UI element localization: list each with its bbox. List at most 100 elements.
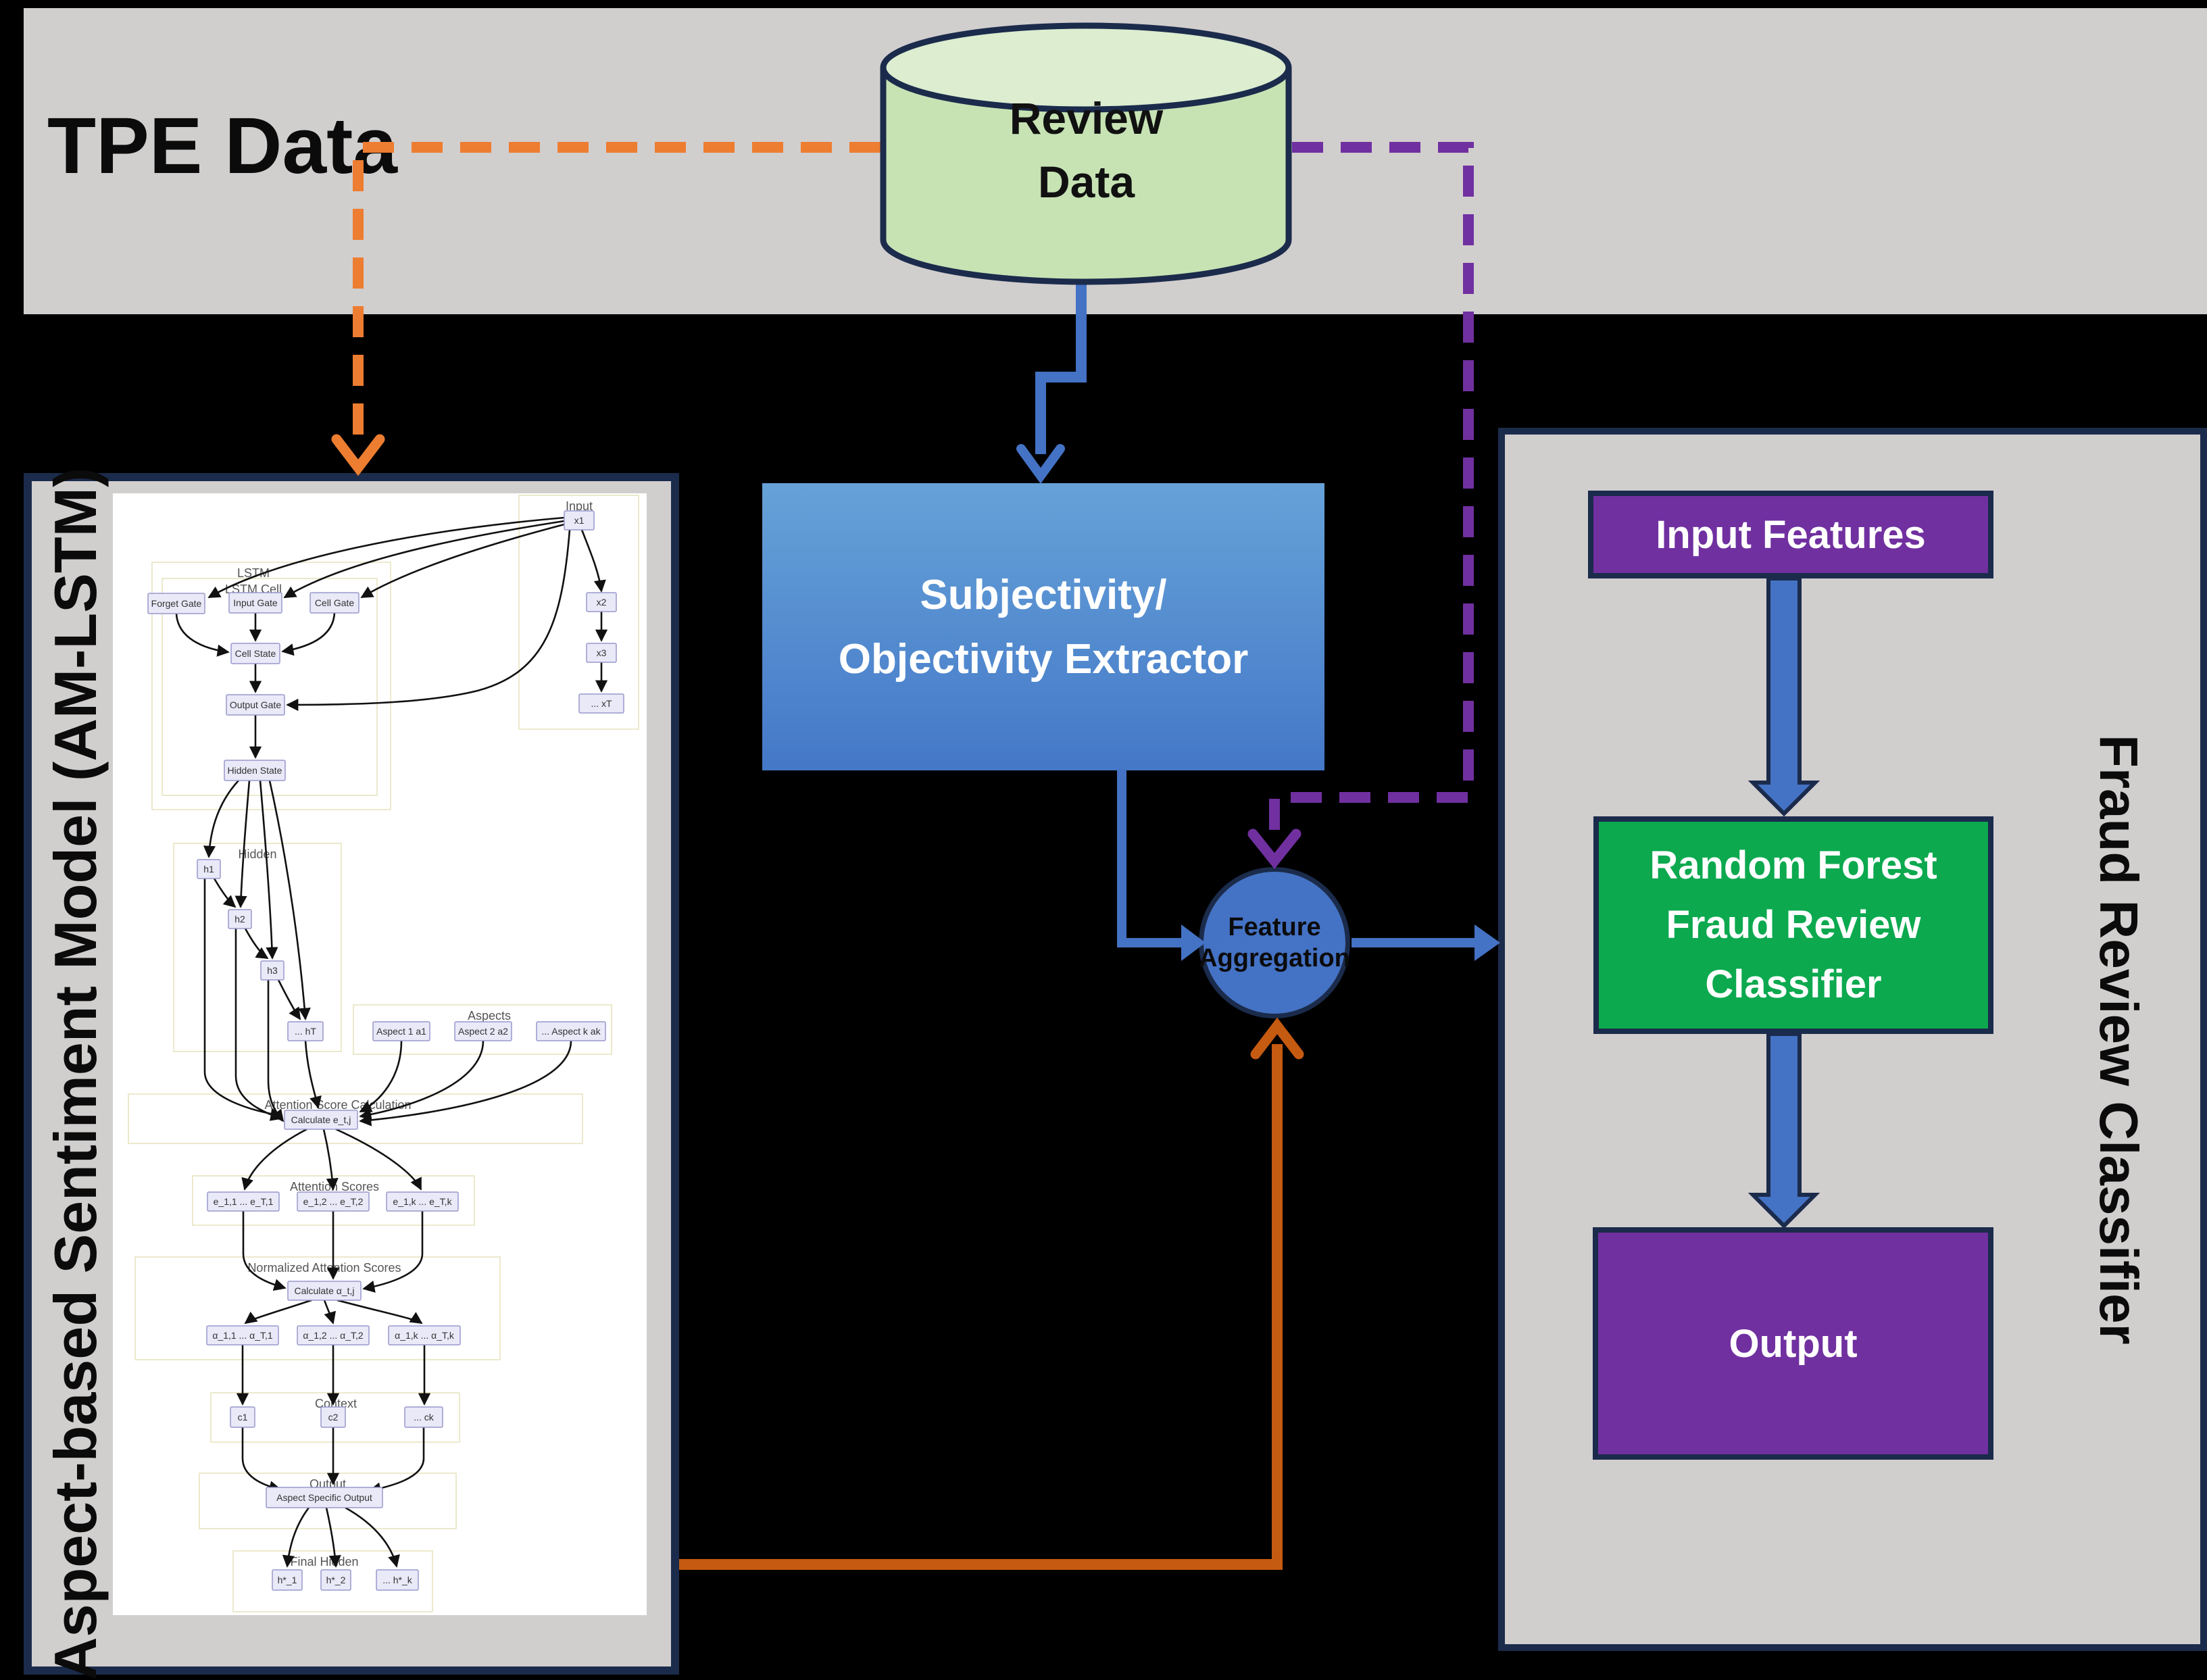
edge-calcalpha-alpha1 [244,1299,312,1325]
node-output-gate-label: Output Gate [230,699,281,710]
node-cell-state-label: Cell State [235,648,276,659]
node-c1 [230,1406,255,1428]
group-lstm [151,562,391,810]
node-aspectk [536,1021,606,1041]
edge-calc-e2 [322,1129,339,1191]
group-input-label: Input [566,499,593,513]
edge-x1-forget [207,516,565,599]
node-alpha1-label: α_1,1 ... α_T,1 [212,1330,273,1341]
node-h1 [197,859,221,879]
edge-hiddenstate-h3 [259,780,278,960]
node-xT-label: ... xT [591,698,612,709]
group-lstm-cell [162,578,378,796]
input-features-box: Input Features [1588,491,1993,578]
output-label: Output [1729,1321,1858,1366]
node-h2 [228,909,252,929]
edge-cellgate-cellstate [281,612,336,656]
node-h2-label: h2 [234,914,245,924]
group-norm-scores-label: Normalized Attention Scores [247,1261,401,1275]
node-ck-label: ... ck [414,1412,435,1423]
group-lstm-label: LSTM [237,566,270,580]
review-data-label: Review Data [882,87,1291,214]
edge-h3-hT [277,979,301,1020]
edge-x1-x2 [580,529,606,593]
node-input-gate [228,592,282,614]
random-forest-classifier-box: Random Forest Fraud Review Classifier [1593,816,1993,1034]
node-aspect1-label: Aspect 1 a1 [376,1026,426,1037]
blue-db-arrowhead-icon [1016,444,1065,484]
node-x3-label: x3 [597,647,607,658]
orange-solid-arrowhead-icon [1250,1017,1304,1060]
node-alpha1 [206,1325,279,1345]
group-attn-calc [128,1093,583,1144]
classifier-line1: Random Forest [1650,843,1937,887]
edge-x1-input [283,520,565,599]
node-e2-label: e_1,2 ... e_T,2 [303,1196,364,1207]
edge-h1-h2 [213,878,237,908]
group-final-hidden-label: Final Hidden [290,1555,358,1568]
edge-hT-calc [304,1040,322,1109]
node-hT [287,1021,324,1041]
node-x2-label: x2 [597,597,607,608]
node-alpha3-label: α_1,k ... α_T,k [395,1330,455,1341]
edge-e3-calcalpha [362,1211,424,1293]
node-aspect-specific-output [266,1487,383,1508]
classifier-line3: Classifier [1705,962,1882,1006]
node-xT [578,693,624,714]
node-calc-alpha-label: Calculate α_t,j [294,1285,354,1296]
edge-aspect2-calc [359,1040,485,1121]
node-input-gate-label: Input Gate [233,597,278,608]
node-cell-state [230,643,280,664]
node-hT-label: ... hT [295,1026,316,1037]
blue-extractor-to-aggregation-connector [1117,769,1183,947]
node-calc-e-label: Calculate e_t,j [291,1114,351,1125]
aggregator-line2: Aggregation [1199,944,1350,972]
edge-hiddenstate-hT [268,780,311,1020]
edge-e1-calcalpha [242,1211,287,1291]
node-hstark-label: ... h*_k [382,1575,413,1585]
node-c2-label: c2 [328,1412,339,1423]
group-aspects-label: Aspects [468,1009,511,1022]
node-cell-gate [309,592,359,614]
input-features-label: Input Features [1656,512,1926,557]
group-hidden [173,843,342,1052]
edge-hiddenstate-h1 [203,780,239,858]
node-hstar2 [320,1569,351,1591]
edge-aso-hstar2 [325,1507,341,1568]
cylinder-top [880,22,1292,113]
node-hstar1-label: h*_1 [278,1575,297,1585]
node-aspectk-label: ... Aspect k ak [541,1026,601,1037]
group-norm-scores [134,1256,501,1360]
orange-dashed-arrowhead-icon [331,434,385,476]
node-e1 [207,1191,280,1212]
node-alpha2-label: α_1,2 ... α_T,2 [303,1330,364,1341]
group-context [210,1392,460,1443]
feature-aggregation-circle: Feature Aggregation [1199,867,1350,1018]
edge-h3-calc [267,980,284,1122]
node-aspect2-label: Aspect 2 a2 [458,1026,508,1037]
node-hidden-state-label: Hidden State [228,765,282,776]
orange-solid-connector [679,1044,1283,1570]
review-data-line2: Data [1037,157,1135,207]
edge-calc-e1 [241,1128,307,1191]
node-forget-gate-label: Forget Gate [151,598,202,609]
group-aspects [353,1004,612,1055]
node-aspect-specific-output-label: Aspect Specific Output [276,1492,372,1503]
node-x1-label: x1 [574,515,585,526]
node-cell-gate-label: Cell Gate [315,597,355,608]
node-ck [404,1406,443,1428]
review-data-line1: Review [1009,93,1164,143]
node-e3 [386,1191,459,1212]
edge-aso-hstar1 [282,1507,310,1568]
subjectivity-objectivity-extractor-box: Subjectivity/ Objectivity Extractor [762,483,1324,770]
tpe-data-title: TPE Data [47,101,398,191]
edge-calcalpha-alpha3 [337,1299,423,1325]
edge-forget-cellstate [175,613,230,657]
am-lstm-panel: Aspect-based Sentiment Model (AM-LSTM) I… [24,468,679,1680]
node-output-gate [226,694,285,716]
node-e2 [297,1191,370,1212]
node-hstar1 [272,1569,303,1591]
extractor-line1: Subjectivity/ [920,571,1167,618]
